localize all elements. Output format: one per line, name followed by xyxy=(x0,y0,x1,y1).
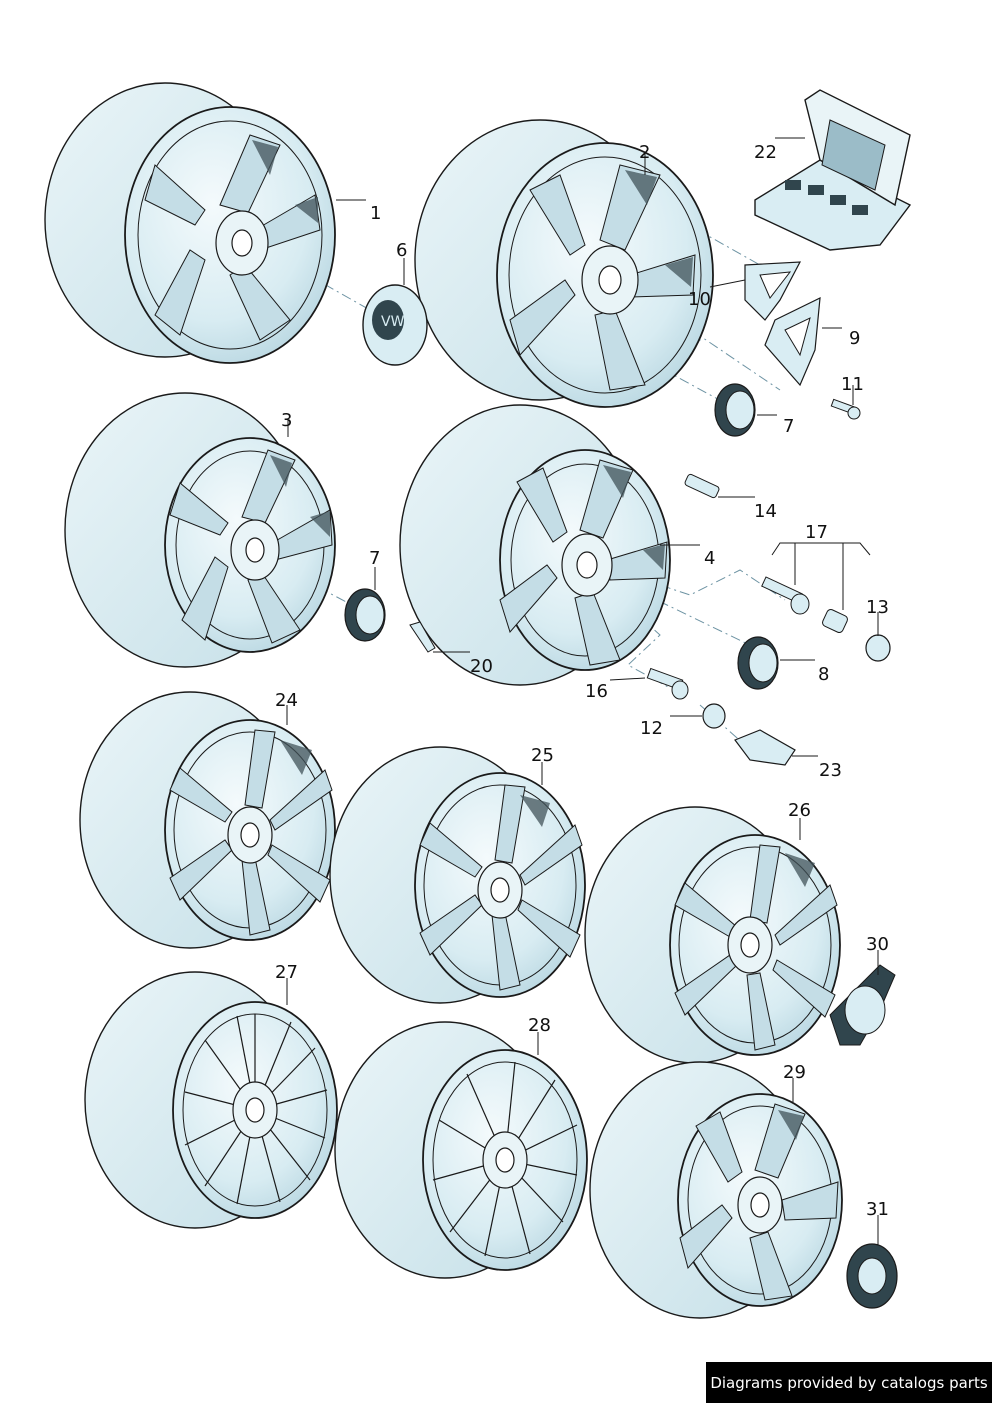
callout-26: 26 xyxy=(788,800,811,821)
bolt-11 xyxy=(830,398,861,420)
callout-10: 10 xyxy=(688,289,711,310)
svg-text:VW: VW xyxy=(381,314,405,330)
footer-text: Diagrams provided by catalogs parts xyxy=(710,1373,988,1392)
callout-14: 14 xyxy=(754,501,777,522)
callout-22: 22 xyxy=(754,142,777,163)
center-cap-7-a xyxy=(714,383,756,437)
wheel-27 xyxy=(84,971,338,1229)
callout-11: 11 xyxy=(841,374,864,395)
wheel-2 xyxy=(414,119,714,408)
callout-6: 6 xyxy=(396,240,407,261)
callout-16: 16 xyxy=(585,681,608,702)
callout-29: 29 xyxy=(783,1062,806,1083)
hub-cap-6: VW xyxy=(362,284,428,366)
callout-12: 12 xyxy=(640,718,663,739)
callout-17: 17 xyxy=(805,522,828,543)
wheel-25 xyxy=(329,746,586,1004)
callout-13: 13 xyxy=(866,597,889,618)
callout-7b: 7 xyxy=(369,548,380,569)
footer-banner: Diagrams provided by catalogs parts xyxy=(706,1362,992,1403)
callout-20: 20 xyxy=(470,656,493,677)
bolt-16 xyxy=(646,667,689,700)
callout-27: 27 xyxy=(275,962,298,983)
valve-14 xyxy=(684,473,720,499)
callout-7a: 7 xyxy=(783,416,794,437)
callout-31: 31 xyxy=(866,1199,889,1220)
callout-24: 24 xyxy=(275,690,298,711)
hub-cap-30 xyxy=(829,964,896,1046)
callout-1: 1 xyxy=(370,203,381,224)
bolt-17-a xyxy=(761,576,810,615)
wheel-3 xyxy=(64,392,336,668)
callout-28: 28 xyxy=(528,1015,551,1036)
center-cap-7-b xyxy=(344,588,386,642)
callout-3: 3 xyxy=(281,410,292,431)
callout-23: 23 xyxy=(819,760,842,781)
wheel-4 xyxy=(399,404,671,686)
callout-8: 8 xyxy=(818,664,829,685)
wheel-28 xyxy=(334,1021,588,1279)
leader-lines xyxy=(286,137,879,1245)
tool-case-22 xyxy=(754,89,912,251)
callout-30: 30 xyxy=(866,934,889,955)
nut-12 xyxy=(702,703,726,729)
adapter-23 xyxy=(734,729,796,766)
wheel-26 xyxy=(584,806,841,1064)
wheel-29 xyxy=(589,1061,843,1319)
callout-9: 9 xyxy=(849,328,860,349)
callout-2: 2 xyxy=(639,142,650,163)
cap-13 xyxy=(865,634,891,662)
wrench-9 xyxy=(764,296,821,387)
callout-25: 25 xyxy=(531,745,554,766)
center-cap-8 xyxy=(737,636,779,690)
nut-17-b xyxy=(822,609,848,633)
wheel-24 xyxy=(79,691,336,949)
weight-20 xyxy=(409,621,436,653)
hub-cap-31 xyxy=(846,1243,898,1309)
wrench-10 xyxy=(744,261,802,321)
callout-4: 4 xyxy=(704,548,715,569)
callout-labels: 1 2 3 4 6 7 7 8 9 10 11 12 13 14 16 17 2… xyxy=(275,142,889,1220)
wheel-1 xyxy=(44,82,336,364)
